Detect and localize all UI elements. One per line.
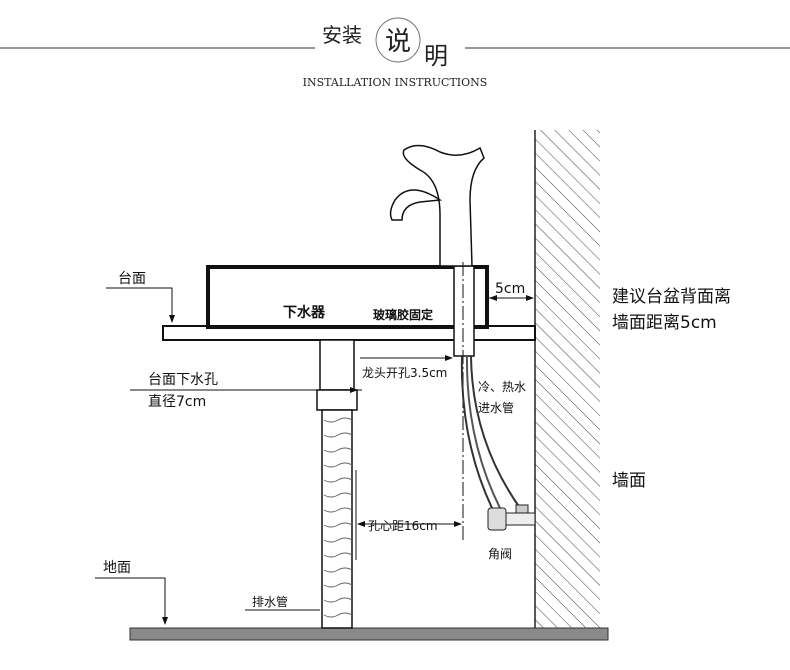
label-center-distance: 孔心距16cm bbox=[368, 519, 438, 533]
countertop-leader bbox=[106, 287, 175, 323]
basin bbox=[206, 265, 489, 329]
drain-assembly bbox=[316, 339, 358, 629]
label-inlet-line1: 冷、热水 bbox=[478, 380, 526, 394]
faucet bbox=[389, 144, 485, 540]
label-countertop: 台面 bbox=[118, 271, 146, 287]
label-floor: 地面 bbox=[103, 560, 131, 576]
label-wall: 墙面 bbox=[612, 471, 646, 491]
header-title-part1: 安装 bbox=[322, 23, 362, 47]
wall bbox=[535, 130, 600, 632]
angle-valve bbox=[487, 504, 536, 531]
header-title-part2: 明 bbox=[424, 42, 448, 70]
label-recommend-line2: 墙面距离5cm bbox=[612, 313, 717, 333]
label-counter-hole-line2: 直径7cm bbox=[148, 393, 206, 410]
header-circle bbox=[375, 17, 421, 63]
label-recommend-line1: 建议台盆背面离 bbox=[612, 287, 731, 307]
header-subtitle: INSTALLATION INSTRUCTIONS bbox=[303, 76, 488, 89]
header-title-circled: 说 bbox=[385, 27, 411, 57]
inlet-hoses bbox=[460, 355, 521, 509]
floor-leader bbox=[95, 577, 168, 625]
header: 安装 说 明 INSTALLATION INSTRUCTIONS bbox=[0, 17, 790, 89]
label-counter-hole-line1: 台面下水孔 bbox=[148, 372, 218, 388]
label-gap: 5cm bbox=[495, 281, 525, 297]
label-drain-pipe: 排水管 bbox=[252, 594, 288, 609]
label-inlet-line2: 进水管 bbox=[478, 400, 514, 415]
label-angle-valve: 角阀 bbox=[488, 547, 512, 561]
label-glass-glue: 玻璃胶固定 bbox=[373, 307, 433, 322]
floor bbox=[129, 627, 609, 641]
drain-pipe bbox=[321, 409, 353, 629]
label-faucet-hole: 龙头开孔3.5cm bbox=[362, 366, 447, 380]
label-drain-fitting: 下水器 bbox=[283, 304, 326, 321]
